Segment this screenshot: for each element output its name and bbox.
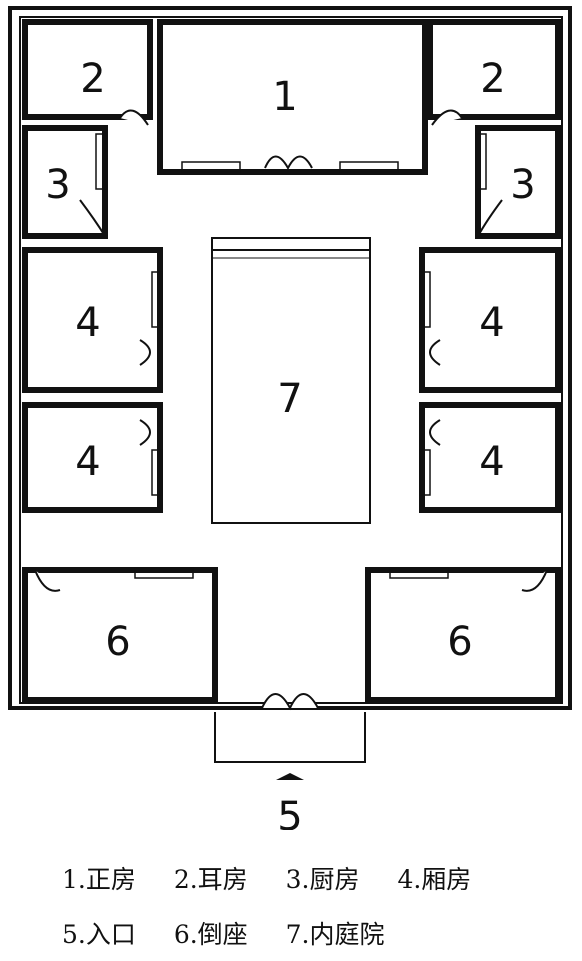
door: [79, 199, 106, 237]
door: [429, 419, 441, 446]
window: [419, 271, 431, 328]
legend-item: 3.厨房: [285, 865, 360, 894]
window: [419, 449, 431, 496]
ear-room-right: [427, 19, 561, 120]
kitchen-left: [22, 125, 108, 239]
legend-row-2: 5.入口 6.倒座 7.内庭院: [62, 915, 414, 951]
room-number-4-left-top: 4: [75, 300, 100, 346]
window: [134, 567, 194, 579]
door: [477, 199, 503, 237]
room-number-3-left: 3: [45, 162, 70, 208]
outer-wall-inner: [19, 16, 563, 704]
inner-courtyard: [211, 237, 371, 524]
room-number-7: 7: [277, 376, 302, 422]
courtyard-floor-plan: 1 2 2 3 3 4 4 4 4 7 6 6 5: [8, 6, 572, 830]
room-number-4-right-top: 4: [479, 300, 504, 346]
door: [521, 569, 548, 592]
window: [151, 449, 163, 496]
door: [139, 339, 151, 366]
south-room-right: [365, 567, 561, 703]
room-number-2-right: 2: [480, 56, 505, 102]
window: [339, 161, 399, 173]
window: [389, 567, 449, 579]
window: [151, 271, 163, 328]
door: [139, 419, 151, 446]
entrance-porch: [214, 712, 366, 763]
room-number-1: 1: [272, 74, 297, 120]
door: [261, 693, 319, 711]
door: [429, 339, 441, 366]
kitchen-right: [475, 125, 561, 239]
legend-item: 6.倒座: [173, 920, 248, 949]
room-number-6-right: 6: [447, 619, 472, 665]
room-number-2-left: 2: [80, 56, 105, 102]
legend-item: 7.内庭院: [285, 920, 385, 949]
room-number-4-right-bottom: 4: [479, 439, 504, 485]
door: [431, 109, 463, 126]
room-number-5: 5: [277, 794, 302, 830]
wing-room-right-top: [419, 247, 561, 393]
legend-item: 2.耳房: [173, 865, 248, 894]
door: [264, 155, 313, 171]
ear-room-left: [22, 19, 153, 120]
wing-room-right-bottom: [419, 402, 561, 513]
door: [119, 109, 149, 126]
legend-row-1: 1.正房 2.耳房 3.厨房 4.厢房: [62, 860, 501, 896]
wing-room-left-bottom: [22, 402, 163, 513]
legend-item: 5.入口: [62, 920, 136, 949]
entrance-arrow-icon: [276, 773, 304, 780]
legend-item: 4.厢房: [397, 865, 472, 894]
room-number-3-right: 3: [510, 162, 535, 208]
window: [181, 161, 241, 173]
legend-item: 1.正房: [62, 865, 136, 894]
window: [475, 133, 487, 190]
room-number-4-left-bottom: 4: [75, 439, 100, 485]
wing-room-left-top: [22, 247, 163, 393]
south-room-left: [22, 567, 218, 703]
window: [95, 133, 107, 190]
door: [34, 569, 61, 592]
room-number-6-left: 6: [105, 619, 130, 665]
main-hall: [157, 19, 428, 175]
